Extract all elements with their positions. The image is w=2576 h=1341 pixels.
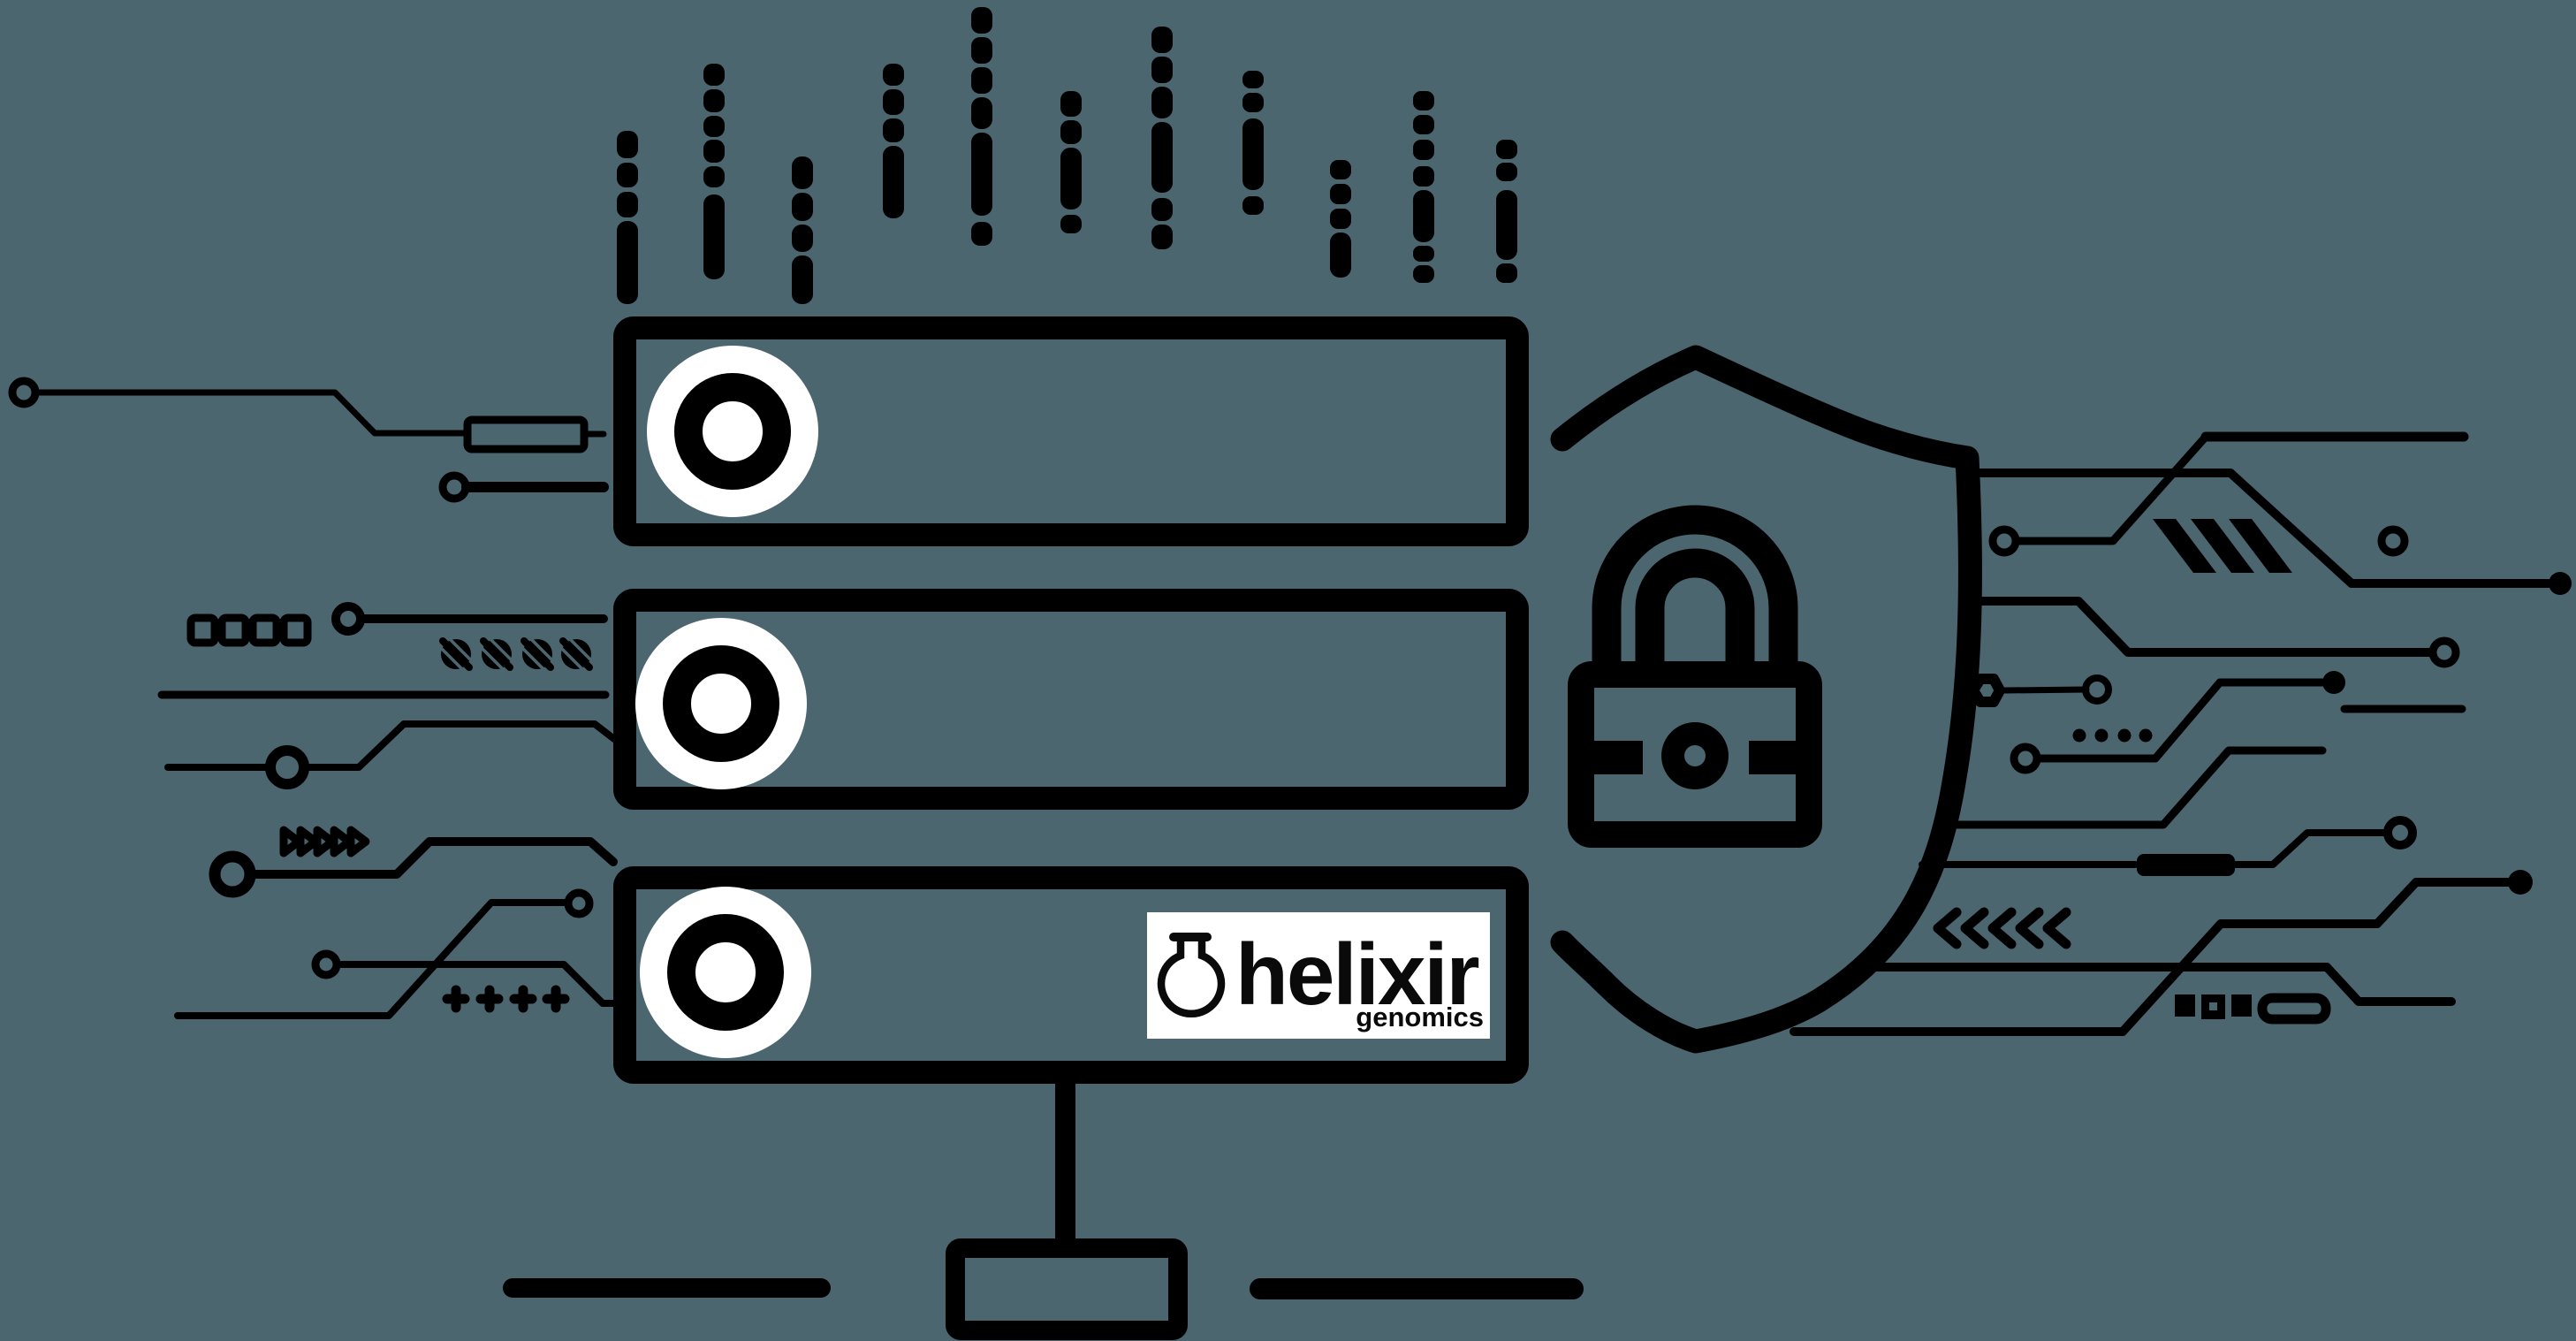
svg-text:genomics: genomics [1356,1002,1484,1032]
svg-text:helixir: helixir [1235,926,1479,1023]
